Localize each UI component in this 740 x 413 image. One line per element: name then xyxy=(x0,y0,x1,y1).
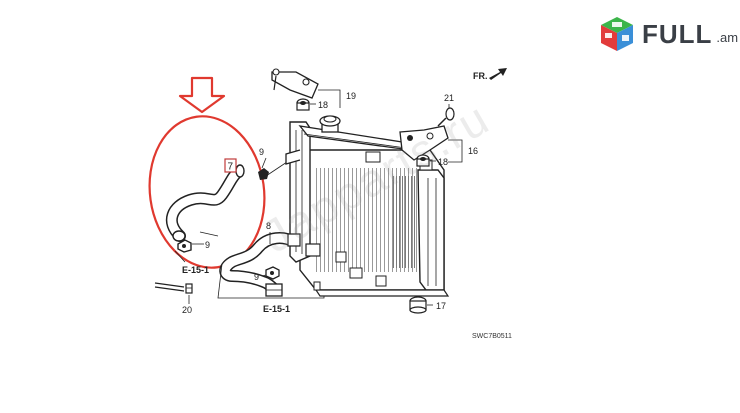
logo-tld: .am xyxy=(716,29,739,45)
label-hose-lower: 8 xyxy=(266,221,271,231)
direction-label: FR. xyxy=(473,71,488,81)
upper-hose xyxy=(165,164,245,242)
logo-text: FULL xyxy=(642,18,713,49)
label-bracket-top: 19 xyxy=(346,91,356,101)
label-box-7 xyxy=(224,158,237,173)
cap-right xyxy=(416,154,430,167)
bracket-right xyxy=(399,125,449,161)
lower-fitting xyxy=(265,283,283,297)
label-bracket-right: 16 xyxy=(468,146,478,156)
ref-bottom: E-15-1 xyxy=(263,304,290,314)
diagram-code: SWC7B0511 xyxy=(472,333,512,340)
highlight-ellipse xyxy=(148,115,266,269)
cap-top xyxy=(296,98,310,111)
ref-left: E-15-1 xyxy=(182,265,209,275)
label-cap-top: 18 xyxy=(318,100,328,110)
drain-plug xyxy=(154,282,193,294)
direction-arrow-icon xyxy=(489,68,507,80)
label-clamp-top: 9 xyxy=(259,147,264,157)
highlight-arrow xyxy=(178,76,226,114)
label-drain-plug: 20 xyxy=(182,305,192,315)
label-clamp-lower: 9 xyxy=(254,272,259,282)
bracket-top xyxy=(271,68,319,99)
bolt xyxy=(437,107,455,127)
label-hose-upper: 7 xyxy=(228,162,234,173)
bushing xyxy=(409,296,427,314)
label-cap-right: 18 xyxy=(438,157,448,167)
label-clamp-left: 9 xyxy=(205,240,210,250)
radiator xyxy=(285,115,450,297)
front-direction-indicator: FR. xyxy=(473,68,507,81)
site-logo[interactable]: FULL .am xyxy=(598,14,738,54)
label-bushing: 17 xyxy=(436,301,446,311)
clamp-top xyxy=(258,157,269,180)
cube-logo-icon xyxy=(601,17,633,51)
clamp-lower xyxy=(265,266,280,280)
clamp-left xyxy=(177,239,192,253)
label-bolt: 21 xyxy=(444,93,454,103)
